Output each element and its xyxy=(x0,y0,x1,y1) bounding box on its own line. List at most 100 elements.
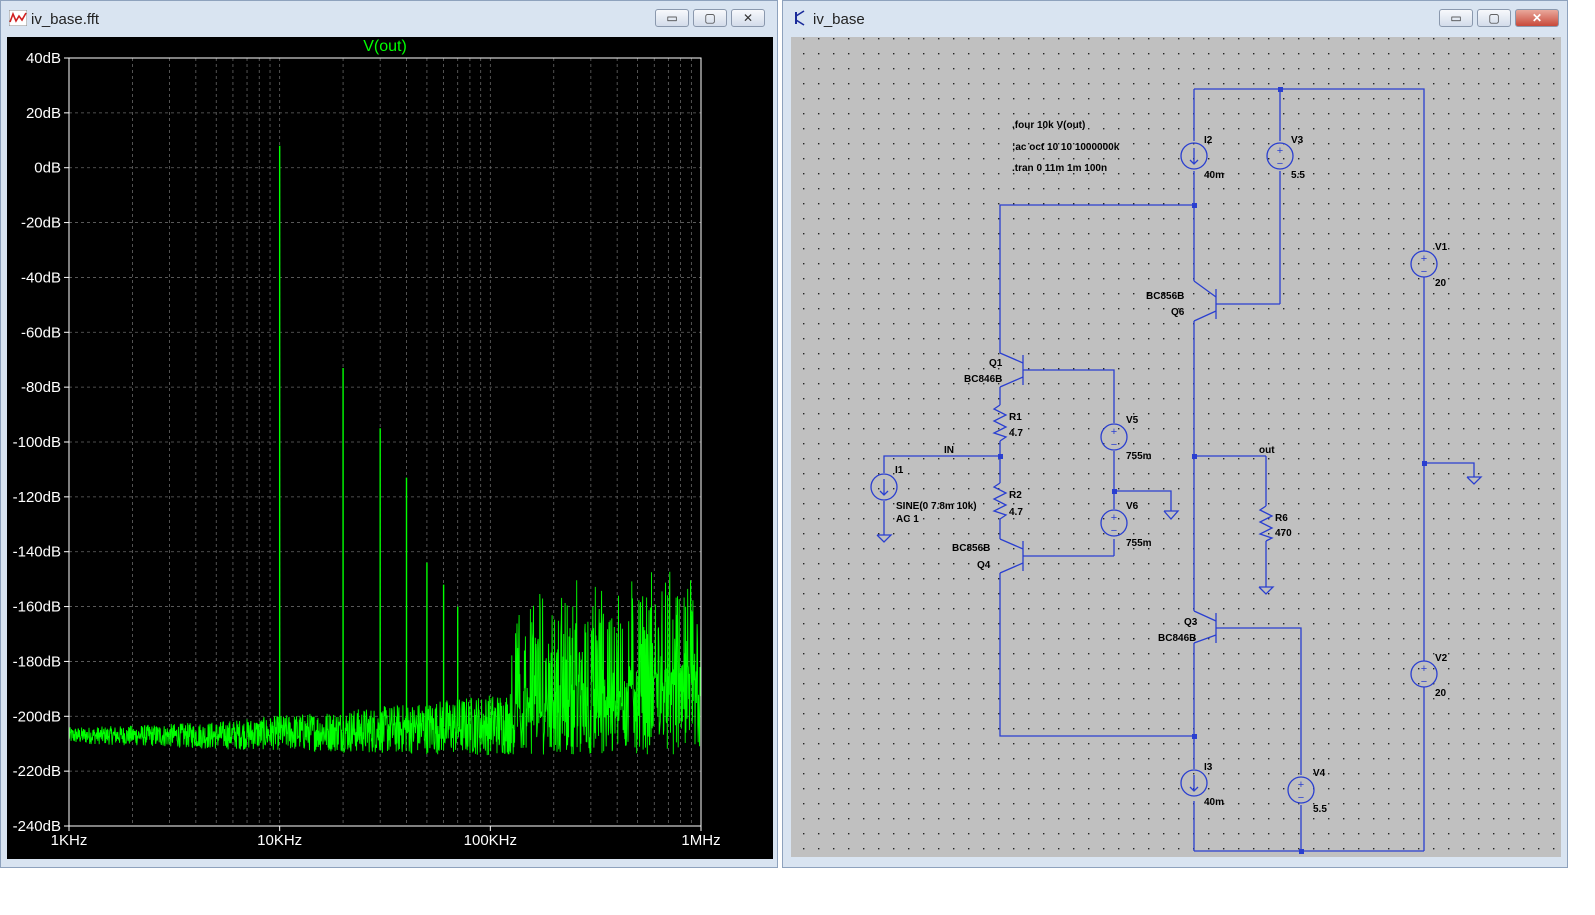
noise-trace xyxy=(68,571,702,756)
transistor-q1 xyxy=(999,352,1024,388)
y-tick-label: -140dB xyxy=(13,544,61,561)
svg-text:+: + xyxy=(1111,426,1117,438)
model-q6[interactable]: BC856B xyxy=(1146,291,1184,302)
y-tick-labels: 40dB20dB0dB-20dB-40dB-60dB-80dB-100dB-12… xyxy=(13,50,69,835)
trace-label[interactable]: V(out) xyxy=(363,38,407,55)
svg-text:−: − xyxy=(1421,676,1427,688)
schematic-canvas[interactable]: +− +− +− +− +− +− xyxy=(791,37,1561,857)
svg-text:−: − xyxy=(1421,266,1427,278)
maximize-button[interactable]: ▢ xyxy=(1477,9,1511,27)
net-label-in[interactable]: IN xyxy=(944,445,954,456)
y-tick-label: 20dB xyxy=(26,105,61,122)
y-tick-label: -220dB xyxy=(13,763,61,780)
y-tick-label: -60dB xyxy=(21,324,61,341)
voltage-source-v5: +− xyxy=(1100,423,1128,451)
junctions xyxy=(998,87,1427,854)
schematic-dot-grid xyxy=(791,37,1561,857)
label-r2: R2 xyxy=(1009,490,1022,501)
label-q1: Q1 xyxy=(989,358,1003,369)
y-tick-label: -80dB xyxy=(21,379,61,396)
label-v2: V2 xyxy=(1435,653,1448,664)
maximize-icon: ▢ xyxy=(1488,11,1500,25)
value-v6[interactable]: 755m xyxy=(1126,538,1152,549)
close-button[interactable]: ✕ xyxy=(1515,9,1559,27)
spice-directive[interactable]: .four 10k V(out) xyxy=(1012,120,1085,131)
fft-grid xyxy=(68,57,701,827)
value-r1[interactable]: 4.7 xyxy=(1009,428,1023,439)
label-v6: V6 xyxy=(1126,501,1139,512)
minimize-button[interactable]: ▭ xyxy=(655,9,689,27)
svg-text:−: − xyxy=(1111,439,1117,451)
fft-window-title: iv_base.fft xyxy=(31,11,100,28)
y-tick-label: -40dB xyxy=(21,269,61,286)
schematic-titlebar[interactable]: iv_base ▭ ▢ ✕ xyxy=(783,1,1567,35)
value-v4[interactable]: 5.5 xyxy=(1313,804,1327,815)
svg-text:−: − xyxy=(1111,525,1117,537)
current-source-i3 xyxy=(1180,769,1208,797)
transistor-icon xyxy=(795,10,805,26)
voltage-source-v1: +− xyxy=(1410,250,1438,278)
fft-titlebar[interactable]: iv_base.fft ▭ ▢ ✕ xyxy=(1,1,777,35)
y-tick-label: 0dB xyxy=(34,160,61,177)
y-tick-label: -180dB xyxy=(13,653,61,670)
resistor-r6 xyxy=(1258,505,1274,542)
svg-text:+: + xyxy=(1421,663,1427,675)
ground-symbols xyxy=(876,476,1483,595)
x-tick-label: 100KHz xyxy=(464,832,517,849)
label-r1: R1 xyxy=(1009,412,1022,423)
label-v3: V3 xyxy=(1291,135,1304,146)
svg-text:+: + xyxy=(1111,512,1117,524)
maximize-icon: ▢ xyxy=(704,11,716,25)
value-r2[interactable]: 4.7 xyxy=(1009,507,1023,518)
label-i2: I2 xyxy=(1204,135,1213,146)
value-v3[interactable]: 5.5 xyxy=(1291,170,1305,181)
spice-directive[interactable]: ;ac oct 10 10 1000000k xyxy=(1012,142,1120,153)
model-q3[interactable]: BC846B xyxy=(1158,633,1196,644)
close-icon: ✕ xyxy=(1531,11,1543,25)
svg-text:−: − xyxy=(1277,158,1283,170)
transistor-q4 xyxy=(999,538,1024,574)
value-r6[interactable]: 470 xyxy=(1275,528,1292,539)
close-button[interactable]: ✕ xyxy=(731,9,765,27)
voltage-source-v4: +− xyxy=(1287,776,1315,804)
label-q6: Q6 xyxy=(1171,307,1185,318)
x-tick-label: 1MHz xyxy=(681,832,720,849)
y-tick-label: -160dB xyxy=(13,599,61,616)
y-tick-label: -20dB xyxy=(21,215,61,232)
label-q3: Q3 xyxy=(1184,617,1198,628)
maximize-button[interactable]: ▢ xyxy=(693,9,727,27)
y-tick-label: -100dB xyxy=(13,434,61,451)
label-v5: V5 xyxy=(1126,415,1139,426)
value-i1[interactable]: SINE(0 7.8m 10k) xyxy=(896,501,977,512)
minimize-button[interactable]: ▭ xyxy=(1439,9,1473,27)
current-source-i2 xyxy=(1180,142,1208,170)
voltage-source-v6: +− xyxy=(1100,509,1128,537)
fft-plot[interactable]: 40dB20dB0dB-20dB-40dB-60dB-80dB-100dB-12… xyxy=(7,37,773,859)
resistor-r1 xyxy=(992,404,1008,442)
svg-text:+: + xyxy=(1277,145,1283,157)
voltage-source-v3: +− xyxy=(1266,142,1294,170)
value-v1[interactable]: 20 xyxy=(1435,278,1447,289)
value-i3[interactable]: 40m xyxy=(1204,797,1224,808)
value-v2[interactable]: 20 xyxy=(1435,688,1447,699)
label-v4: V4 xyxy=(1313,768,1326,779)
label-i3: I3 xyxy=(1204,762,1213,773)
close-icon: ✕ xyxy=(742,11,754,25)
spice-directive[interactable]: .tran 0 11m 1m 100n xyxy=(1012,163,1107,174)
x-tick-label: 1KHz xyxy=(51,832,88,849)
value2-i1[interactable]: AC 1 xyxy=(896,514,919,525)
net-label-out[interactable]: out xyxy=(1259,445,1275,456)
minimize-icon: ▭ xyxy=(1450,11,1462,25)
schematic-window-title: iv_base xyxy=(813,11,865,28)
value-i2[interactable]: 40m xyxy=(1204,170,1224,181)
minimize-icon: ▭ xyxy=(666,11,678,25)
schematic-window: iv_base ▭ ▢ ✕ xyxy=(782,0,1568,868)
transistor-q3 xyxy=(1193,610,1217,644)
schematic[interactable]: +− +− +− +− +− +− xyxy=(791,37,1561,857)
value-v5[interactable]: 755m xyxy=(1126,451,1152,462)
model-q1[interactable]: BC846B xyxy=(964,374,1002,385)
model-q4[interactable]: BC856B xyxy=(952,543,990,554)
